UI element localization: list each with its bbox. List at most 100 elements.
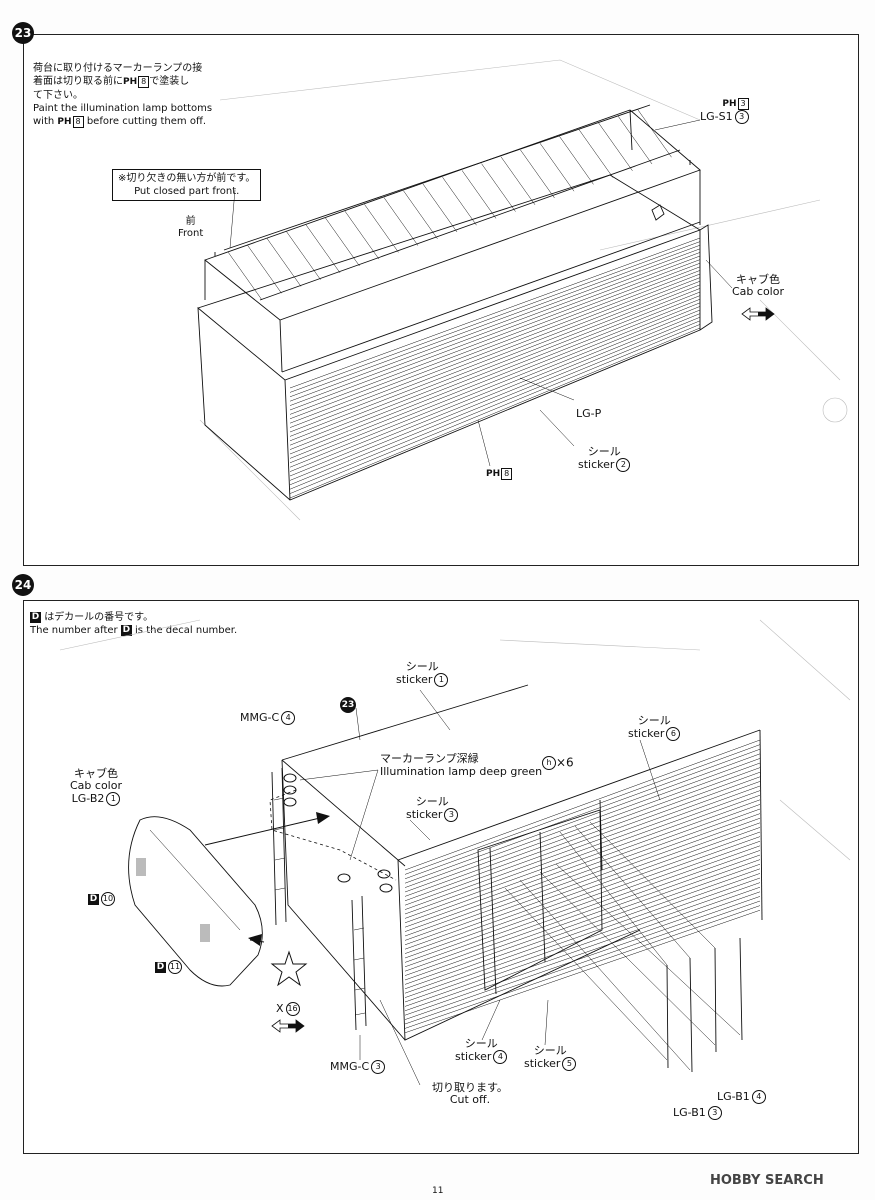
- body-part-label: LG-P: [576, 407, 602, 420]
- sticker-3-jp: シール: [415, 795, 449, 808]
- closed-part-callout: ※切り欠きの無い方が前です。 Put closed part front.: [112, 169, 262, 201]
- drawing-stroke: [289, 266, 701, 424]
- drawing-stroke: [403, 190, 438, 239]
- drawing-stroke: [289, 288, 701, 450]
- sticker-3-en: sticker: [406, 808, 443, 821]
- mmg-c4-code: MMG-C: [240, 711, 280, 724]
- drawing-stroke: [247, 245, 282, 294]
- sticker-5-num: 5: [562, 1057, 577, 1071]
- drawing-stroke: [404, 868, 761, 994]
- step-23-number: 23: [12, 22, 34, 44]
- x16-num: 16: [285, 1002, 300, 1016]
- sticker-2-en: sticker: [578, 458, 615, 471]
- drawing-stroke: [500, 156, 536, 205]
- drawing-stroke: [289, 270, 701, 428]
- sticker-1-num: 1: [434, 673, 449, 687]
- drawing-stroke: [344, 211, 380, 260]
- marker-lamp-jp: マーカーランプ深緑: [380, 752, 479, 765]
- roof-paint-box: 3: [737, 98, 749, 110]
- step-23-panel: [23, 34, 859, 566]
- decal-note-en-a: The number after: [30, 625, 118, 636]
- mmg-c3-code: MMG-C: [330, 1060, 370, 1073]
- x16-code: X: [276, 1002, 284, 1015]
- drawing-stroke: [404, 794, 761, 924]
- note-jp-line-2a: 着面は切り取る前に: [33, 76, 123, 87]
- decal-note-jp: はデカールの番号です。: [44, 612, 154, 623]
- drawing-stroke: [404, 804, 761, 932]
- lamp-tab: [651, 204, 665, 221]
- roof-part-num: 3: [734, 110, 749, 124]
- ref-step-23-icon: 23: [340, 697, 356, 713]
- rear-bars-lg-b1: [504, 821, 743, 1073]
- drawing-stroke: [289, 255, 701, 411]
- direction-arrow-23: [741, 307, 775, 321]
- drawing-stroke: [289, 244, 701, 398]
- drawing-stroke: [289, 313, 701, 481]
- drawing-stroke: [404, 762, 761, 893]
- drawing-stroke: [617, 115, 653, 165]
- paint-ph-label: PH: [123, 77, 138, 87]
- sticker-1-jp: シール: [405, 660, 439, 673]
- drawing-stroke: [461, 170, 497, 219]
- lg-b1-4-code: LG-B1: [717, 1090, 750, 1103]
- drawing-stroke: [404, 854, 761, 981]
- decal-10-mark: D: [88, 893, 99, 905]
- marker-qty: ×6: [556, 755, 574, 770]
- direction-arrow-24: [271, 1019, 305, 1033]
- mmg-c3-num: 3: [371, 1060, 386, 1074]
- drawing-stroke: [404, 882, 761, 1007]
- decal-11-num: 11: [168, 960, 182, 974]
- lg-b2-code: LG-B2: [71, 792, 105, 805]
- drawing-stroke: [404, 863, 761, 990]
- trailer-side-ribs: [404, 739, 761, 1034]
- note-jp-line-3: て下さい。: [33, 90, 83, 101]
- assembly-arrows: [204, 812, 330, 946]
- body-ph-label: PH: [486, 469, 501, 479]
- drawing-stroke: [364, 204, 399, 253]
- drawing-stroke: [404, 748, 761, 880]
- decal-11-mark: D: [155, 961, 166, 973]
- paint-code-box-en: 8: [72, 116, 84, 128]
- drawing-stroke: [404, 771, 761, 902]
- drawing-stroke: [404, 753, 761, 884]
- note-en-line-2a: with: [33, 116, 55, 127]
- drawing-stroke: [289, 284, 701, 446]
- drawing-stroke: [404, 845, 761, 972]
- watermark-text: HOBBY SEARCH: [710, 1173, 824, 1188]
- dashed-guide: [269, 789, 397, 881]
- drawing-stroke: [404, 813, 761, 941]
- drawing-stroke: [422, 183, 458, 233]
- page-number: 11: [432, 1186, 444, 1196]
- sticker-4-num: 4: [493, 1050, 508, 1064]
- note-en-line-2b: before cutting them off.: [86, 116, 207, 127]
- drawing-stroke: [266, 238, 302, 287]
- lg-b1-3-num: 3: [707, 1106, 722, 1120]
- drawing-stroke: [404, 822, 761, 950]
- front-jp: 前: [185, 216, 196, 227]
- star-emblem-icon: [270, 950, 308, 987]
- note-en-line-1: Paint the illumination lamp bottoms: [33, 103, 213, 114]
- drawing-stroke: [404, 896, 761, 1020]
- drawing-stroke: [404, 886, 761, 1012]
- drawing-stroke: [289, 291, 701, 455]
- paint-code-box: 8: [138, 76, 150, 88]
- rear-door-frame: [477, 809, 603, 995]
- ghost-trace-23: [199, 59, 848, 521]
- sticker-6-num: 6: [666, 727, 681, 741]
- drawing-stroke: [289, 273, 701, 433]
- drawing-stroke: [289, 241, 701, 393]
- leader-lines-24: [299, 689, 661, 1086]
- decal-mark-icon-en: D: [120, 624, 132, 636]
- drawing-stroke: [442, 177, 477, 226]
- drawing-stroke: [404, 831, 761, 959]
- front-label: 前 Front: [178, 216, 203, 240]
- sticker-5-jp: シール: [533, 1044, 567, 1057]
